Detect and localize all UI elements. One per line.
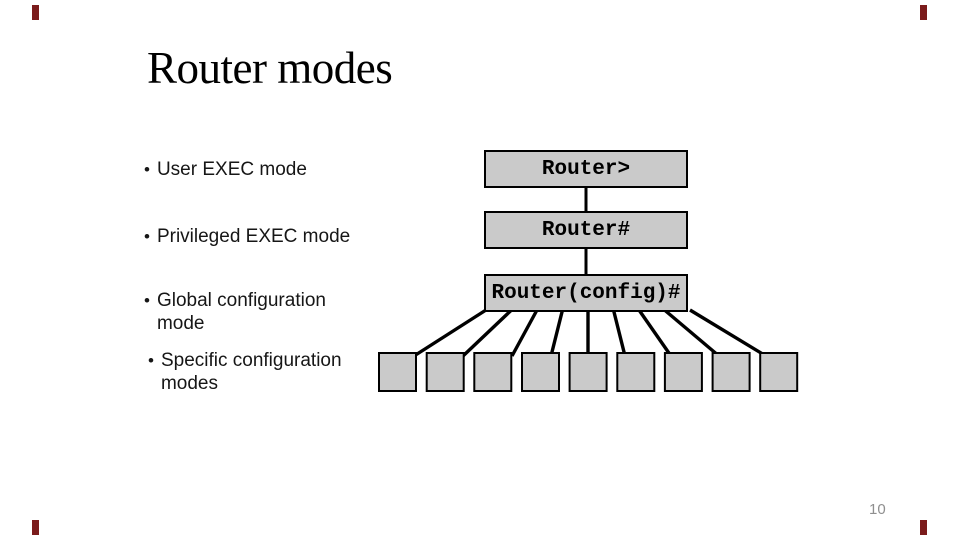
bullet-label: Global configuration mode: [156, 290, 326, 334]
page-title: Router modes: [147, 43, 393, 93]
child-mode-box: [425, 352, 465, 392]
mode-box-user-exec: Router>: [484, 150, 688, 188]
bullet-label: Privileged EXEC mode: [156, 226, 351, 247]
child-mode-box: [616, 352, 656, 392]
mode-box-privileged-exec: Router#: [484, 211, 688, 249]
bullet-label: User EXEC mode: [156, 159, 307, 180]
fan-line: [413, 308, 487, 358]
fan-lines-group: [413, 308, 767, 358]
child-mode-box: [711, 352, 751, 392]
child-mode-box: [521, 352, 560, 392]
fan-line: [689, 308, 767, 358]
bullet-item-global-config: • Global configuration mode: [144, 289, 372, 335]
slide-edge-mark-top-left: [32, 5, 39, 20]
fan-line: [637, 309, 673, 357]
fan-line: [461, 308, 513, 358]
slide-edge-mark-bottom-right: [920, 520, 927, 535]
fan-line: [663, 308, 721, 358]
child-mode-box: [568, 352, 608, 392]
bullet-dot: •: [148, 351, 154, 370]
child-mode-box: [473, 352, 513, 392]
bullet-label: Specific configuration modes: [160, 350, 342, 394]
bullet-dot: •: [144, 227, 150, 246]
child-mode-boxes-group: [378, 352, 799, 392]
slide-edge-mark-top-right: [920, 5, 927, 20]
bullet-dot: •: [144, 291, 150, 310]
fan-line: [549, 309, 565, 357]
mode-box-global-config: Router(config)#: [484, 274, 688, 312]
fan-line: [611, 309, 627, 357]
child-mode-box: [378, 352, 417, 392]
bullet-item-privileged-exec: • Privileged EXEC mode: [144, 225, 350, 248]
page-number: 10: [869, 501, 886, 518]
fan-line: [510, 309, 539, 357]
bullet-dot: •: [144, 160, 150, 179]
bullet-item-specific-config: • Specific configuration modes: [148, 349, 376, 395]
child-mode-box: [663, 352, 703, 392]
slide-edge-mark-bottom-left: [32, 520, 39, 535]
child-mode-box: [759, 352, 799, 392]
bullet-item-user-exec: • User EXEC mode: [144, 158, 307, 181]
